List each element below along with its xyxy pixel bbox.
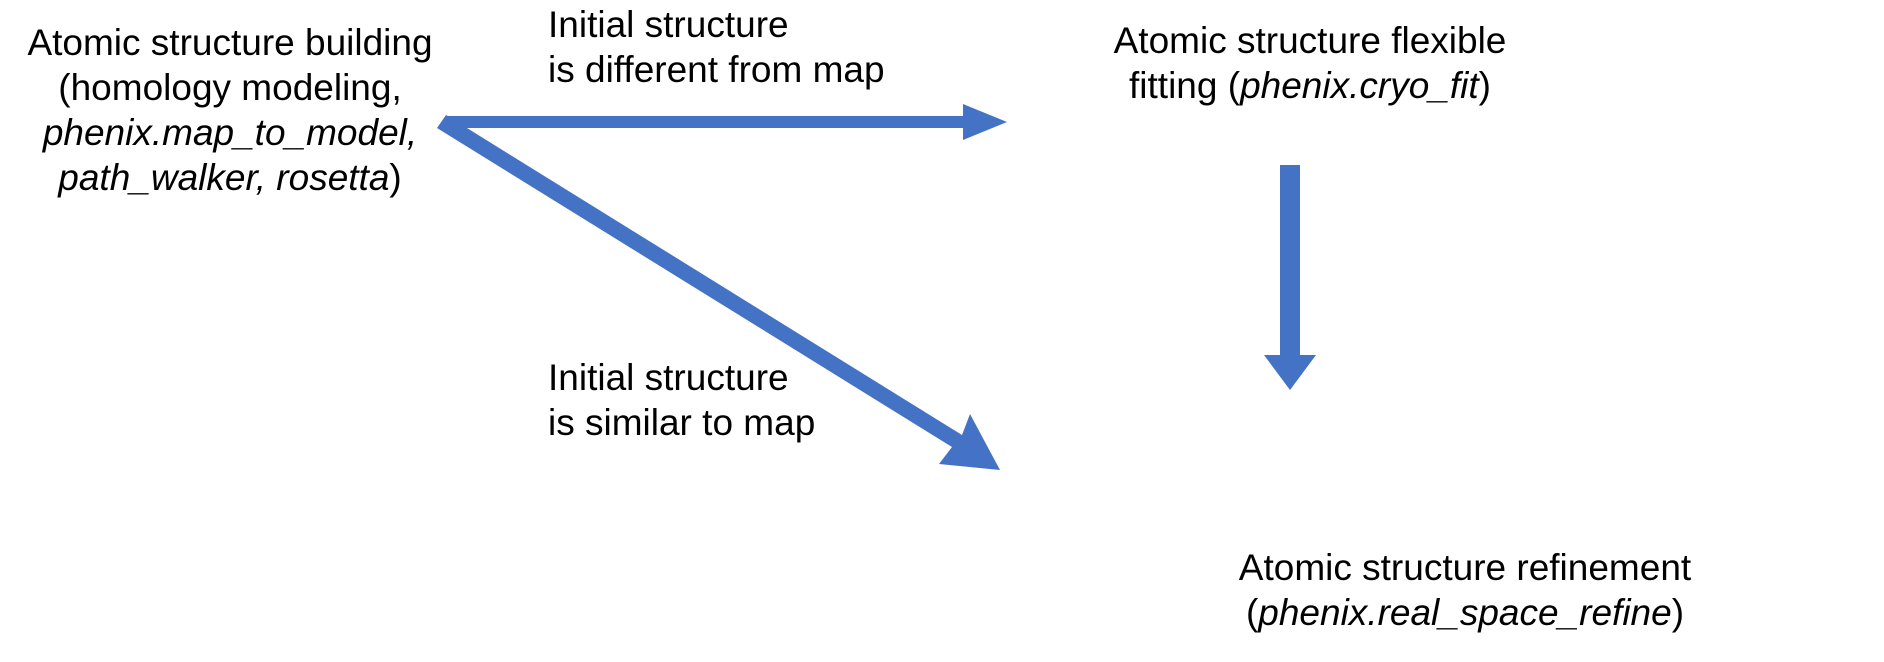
- edge-label-different-line-1: Initial structure: [548, 4, 789, 45]
- arrow-vertical-shape: [1264, 165, 1316, 390]
- node-build-line-4: path_walker, rosetta): [0, 155, 460, 200]
- node-refine-line-2-italic: phenix.real_space_refine: [1258, 592, 1672, 634]
- edge-label-similar-line-2: is similar to map: [548, 402, 816, 444]
- node-fit-line-2: fitting (phenix.cryo_fit): [1075, 63, 1545, 108]
- node-refine-line-2-suffix: ): [1671, 592, 1685, 634]
- arrow-building-to-refinement: [437, 115, 1000, 470]
- node-refine-line-2-prefix: (: [1245, 592, 1259, 634]
- node-build-line-2: (homology modeling,: [58, 67, 402, 109]
- node-build-line-4-italic: path_walker, rosetta: [58, 157, 390, 199]
- node-atomic-structure-refinement: Atomic structure refinement (phenix.real…: [1050, 545, 1880, 635]
- arrow-flexible-fitting-to-refinement: [1264, 165, 1316, 390]
- node-atomic-structure-building: Atomic structure building (homology mode…: [0, 20, 460, 201]
- edge-label-different-line-2: is different from map: [548, 49, 885, 91]
- edge-label-similar-to-map: Initial structure is similar to map: [548, 355, 815, 445]
- node-fit-line-1: Atomic structure flexible: [1113, 20, 1507, 61]
- node-build-line-3: phenix.map_to_model,: [42, 112, 418, 154]
- arrow-building-to-flexible-fitting: [447, 104, 1007, 140]
- node-refine-line-1: Atomic structure refinement: [1238, 547, 1692, 588]
- edge-label-different-from-map: Initial structure is different from map: [548, 2, 885, 92]
- node-build-line-4-paren: ): [389, 157, 402, 199]
- node-fit-line-2-italic: phenix.cryo_fit: [1240, 65, 1479, 107]
- node-fit-line-2-suffix: ): [1478, 65, 1491, 107]
- arrow-horizontal-shape: [447, 104, 1007, 140]
- edge-label-similar-line-1: Initial structure: [548, 357, 789, 398]
- node-refine-line-2: (phenix.real_space_refine): [1050, 590, 1880, 635]
- node-atomic-structure-flexible-fitting: Atomic structure flexible fitting (pheni…: [1075, 18, 1545, 108]
- node-build-line-1: Atomic structure building: [27, 22, 433, 63]
- arrow-diagonal-shape: [437, 115, 1000, 470]
- node-fit-line-2-prefix: fitting (: [1129, 65, 1241, 107]
